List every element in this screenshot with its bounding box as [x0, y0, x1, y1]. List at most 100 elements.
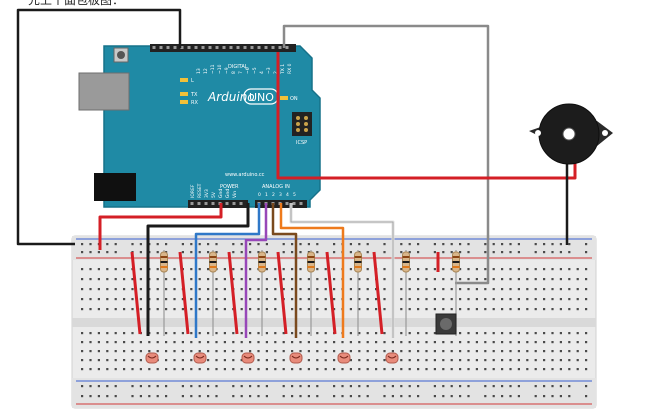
hole: [383, 350, 386, 353]
hole: [475, 278, 478, 281]
red-jumpers: [130, 251, 440, 335]
hole: [299, 243, 302, 246]
hole: [526, 308, 529, 311]
hole: [257, 308, 260, 311]
hole: [417, 341, 420, 344]
hole: [131, 395, 134, 398]
hole: [551, 298, 554, 301]
hole: [534, 385, 537, 388]
hole: [81, 332, 84, 335]
hole: [240, 341, 243, 344]
hole: [492, 298, 495, 301]
hole: [484, 298, 487, 301]
hole: [97, 288, 100, 291]
hole: [265, 268, 268, 271]
hole: [475, 308, 478, 311]
hole: [366, 350, 369, 353]
hole: [391, 368, 394, 371]
hole: [349, 350, 352, 353]
hole: [89, 251, 92, 254]
hole: [316, 395, 319, 398]
hole: [484, 359, 487, 362]
hole: [568, 243, 571, 246]
pin-label: 3: [279, 192, 282, 198]
hole: [408, 288, 411, 291]
pin-label: 5V: [211, 191, 217, 198]
buzzer-screw-right: [602, 130, 608, 136]
hole: [408, 298, 411, 301]
hole: [375, 308, 378, 311]
hole: [459, 251, 462, 254]
hole: [450, 308, 453, 311]
hole: [585, 359, 588, 362]
digital-header-pins: [152, 46, 289, 49]
hole: [173, 288, 176, 291]
hole: [349, 359, 352, 362]
hole: [509, 385, 512, 388]
pin-label: 2: [272, 192, 275, 198]
hole: [131, 385, 134, 388]
hole: [543, 350, 546, 353]
hole: [89, 385, 92, 388]
header-pin: [271, 46, 275, 49]
hole: [139, 243, 142, 246]
hole: [551, 278, 554, 281]
hole: [190, 385, 193, 388]
hole: [576, 359, 579, 362]
hole: [240, 395, 243, 398]
hole: [534, 278, 537, 281]
hole: [543, 243, 546, 246]
hole: [81, 368, 84, 371]
hole: [585, 350, 588, 353]
hole: [442, 359, 445, 362]
pin-label: ~5: [252, 67, 258, 74]
header-pin: [194, 46, 198, 49]
hole: [181, 341, 184, 344]
hole: [391, 341, 394, 344]
hole: [433, 308, 436, 311]
hole: [526, 368, 529, 371]
hole: [333, 243, 336, 246]
hole: [366, 308, 369, 311]
hole: [207, 332, 210, 335]
hole: [139, 385, 142, 388]
hole: [358, 395, 361, 398]
hole: [165, 288, 168, 291]
hole: [492, 268, 495, 271]
hole: [517, 243, 520, 246]
hole: [366, 251, 369, 254]
hole: [265, 308, 268, 311]
pin-label: Gnd: [218, 189, 224, 198]
hole: [139, 350, 142, 353]
hole: [274, 288, 277, 291]
hole: [123, 268, 126, 271]
hole: [207, 278, 210, 281]
hole: [366, 288, 369, 291]
hole: [425, 298, 428, 301]
photoresistor-track: [147, 355, 157, 359]
hole: [307, 359, 310, 362]
hole: [148, 368, 151, 371]
hole: [165, 385, 168, 388]
photoresistor-track: [243, 355, 253, 359]
push-button-cap: [440, 318, 452, 330]
hole: [215, 243, 218, 246]
header-pin: [250, 46, 254, 49]
hole: [425, 359, 428, 362]
pin-label: ~10: [217, 64, 223, 74]
header-pin: [264, 46, 268, 49]
hole: [450, 243, 453, 246]
hole: [299, 278, 302, 281]
hole: [282, 243, 285, 246]
header-pin: [229, 46, 233, 49]
board-model: UNO: [249, 91, 274, 104]
hole: [97, 368, 100, 371]
hole: [181, 298, 184, 301]
resistor-band: [160, 266, 168, 268]
hole: [568, 288, 571, 291]
hole: [534, 288, 537, 291]
hole: [106, 385, 109, 388]
hole: [551, 308, 554, 311]
hole: [517, 298, 520, 301]
